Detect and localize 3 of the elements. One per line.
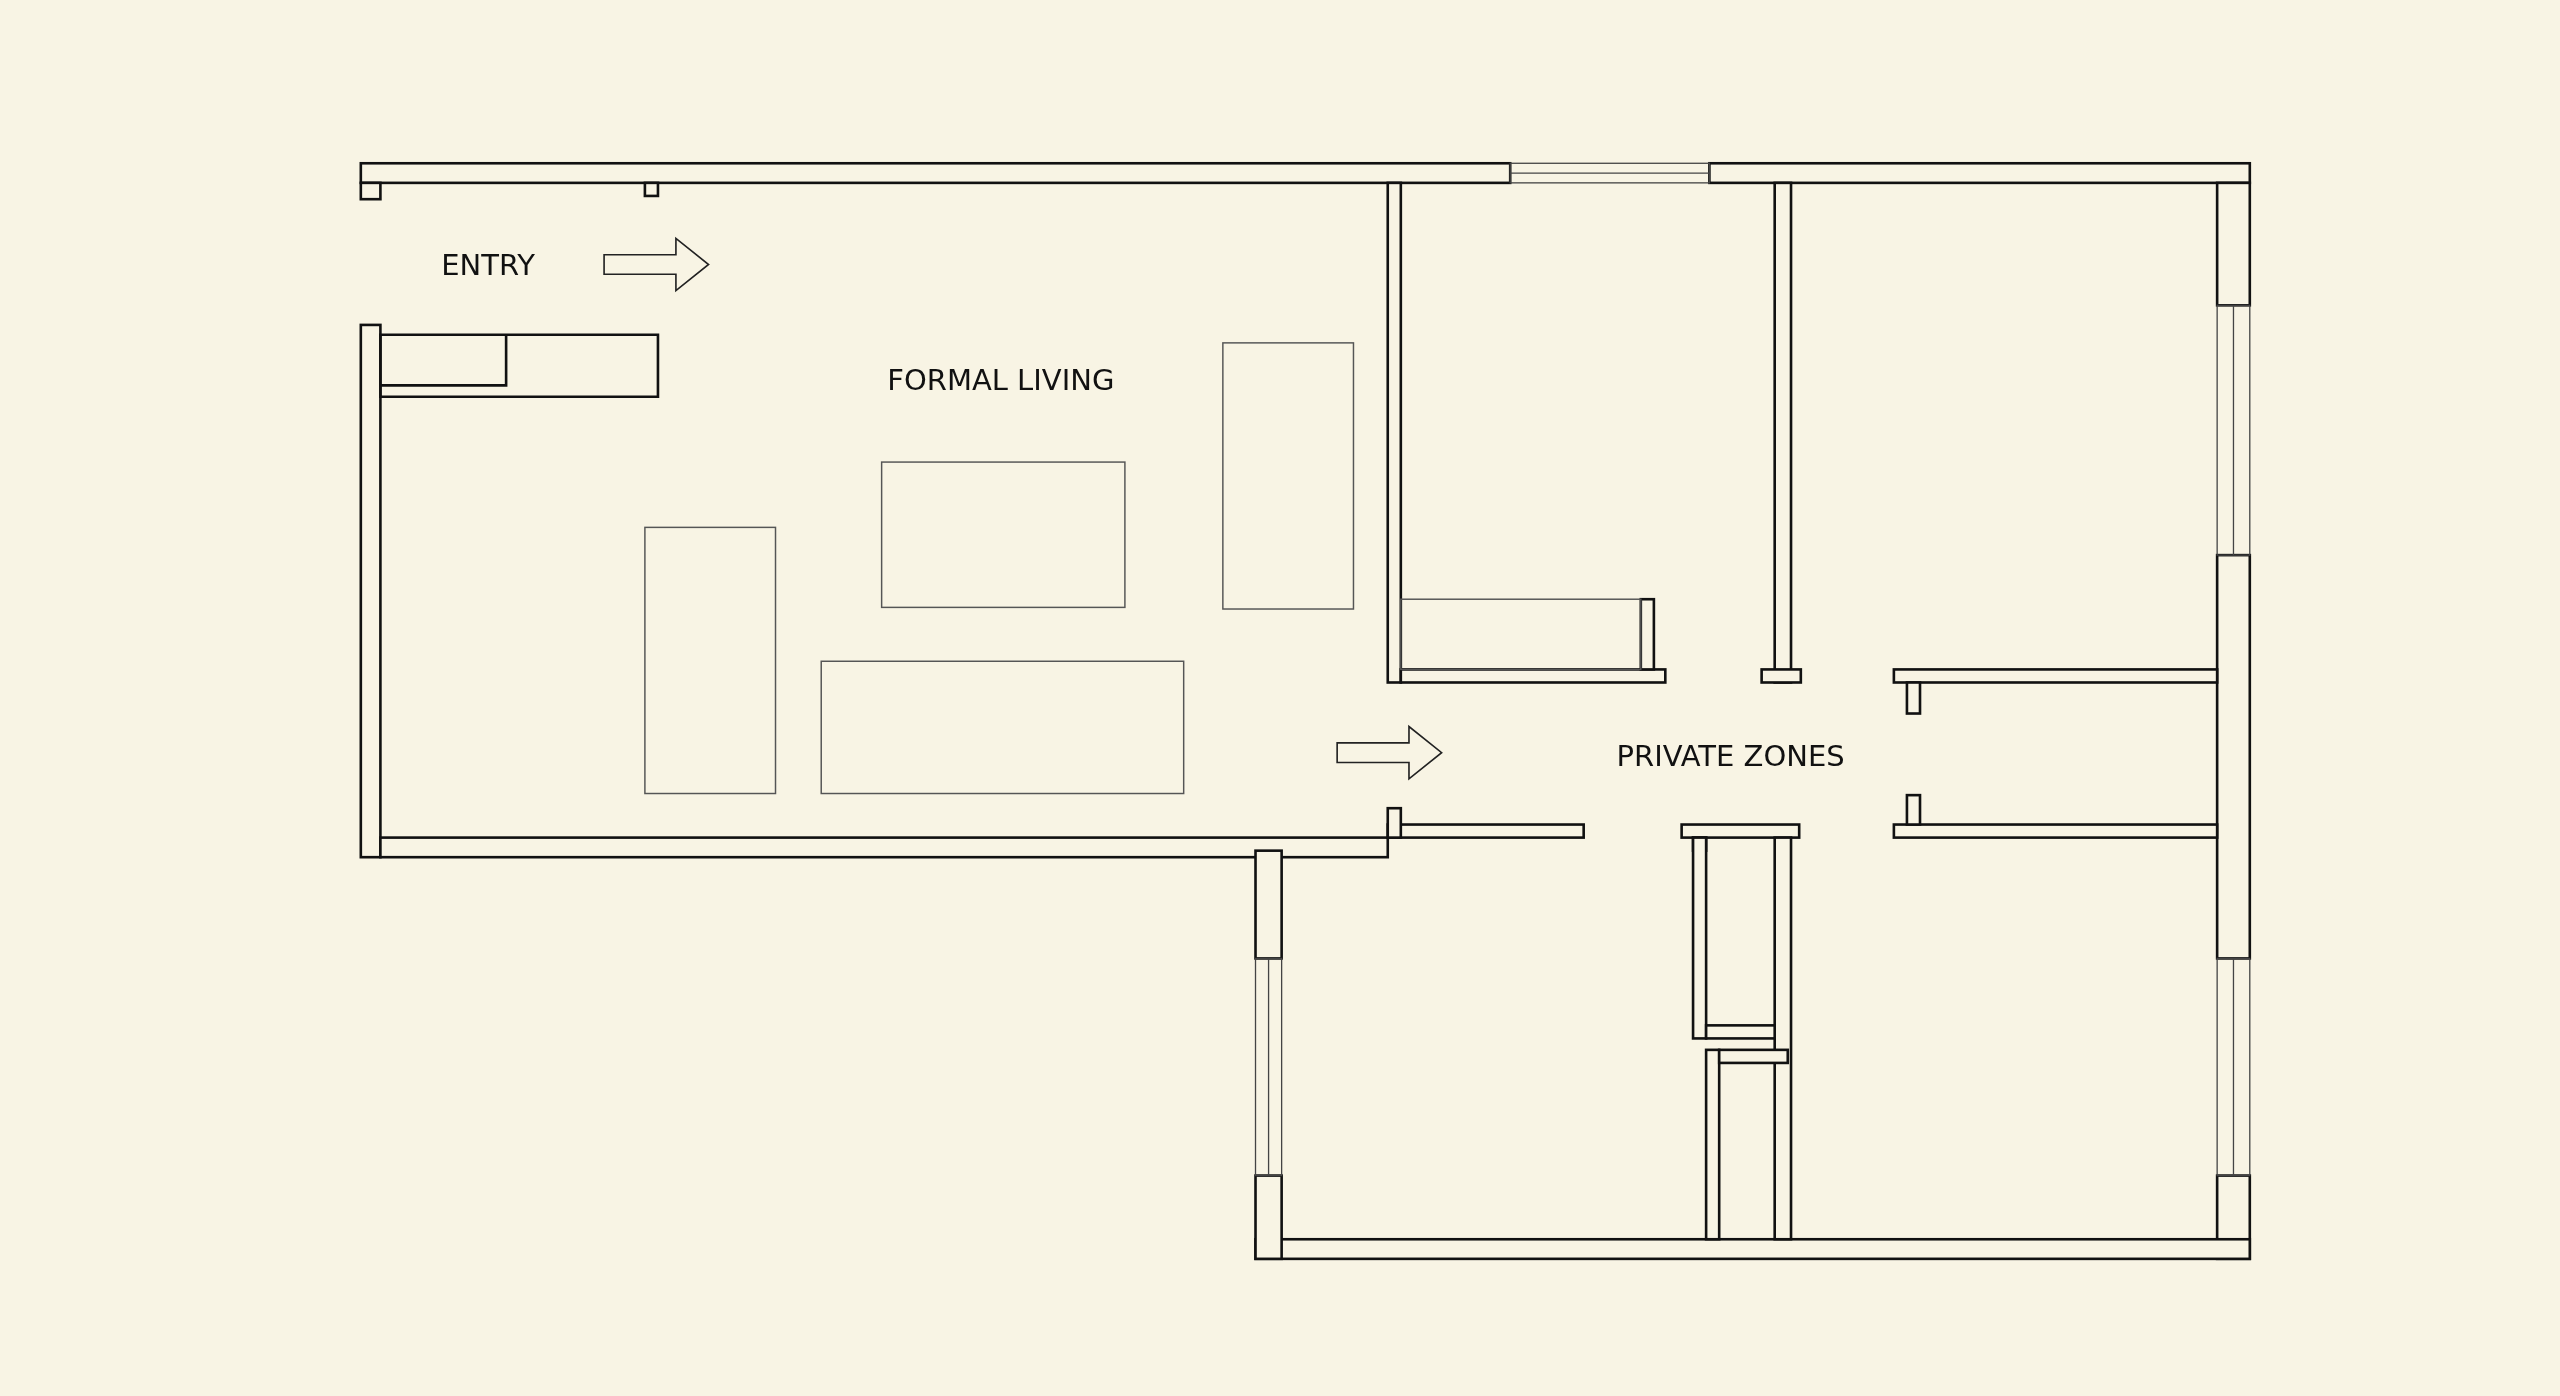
- room-label: ENTRY: [441, 247, 536, 282]
- room-label: FORMAL LIVING: [887, 363, 1115, 398]
- room-label: PRIVATE ZONES: [1616, 738, 1845, 773]
